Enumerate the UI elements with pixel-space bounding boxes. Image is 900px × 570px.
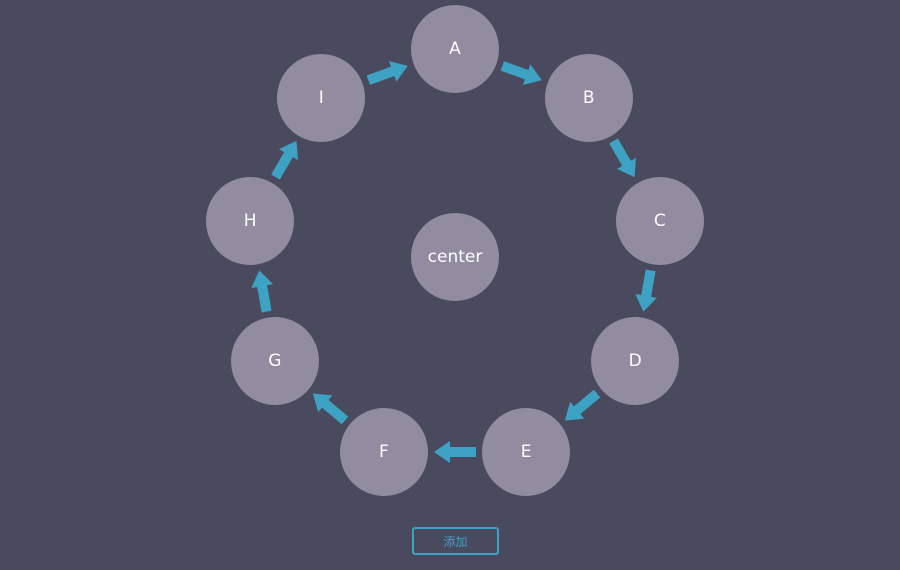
edge-arrow-e-f bbox=[434, 441, 476, 464]
node-a[interactable]: A bbox=[411, 5, 499, 93]
edge-arrow-b-c bbox=[604, 136, 644, 183]
node-b[interactable]: B bbox=[544, 53, 633, 142]
node-c[interactable]: C bbox=[615, 176, 704, 265]
node-label: C bbox=[653, 210, 666, 231]
node-f[interactable]: F bbox=[339, 408, 428, 497]
node-label: I bbox=[318, 87, 324, 108]
edge-arrow-c-d bbox=[633, 268, 662, 313]
edge-arrow-f-g bbox=[306, 385, 352, 429]
edge-arrow-d-e bbox=[557, 385, 603, 429]
node-label: A bbox=[449, 39, 461, 59]
node-h[interactable]: H bbox=[206, 176, 295, 265]
node-d[interactable]: D bbox=[591, 317, 680, 405]
center-node[interactable]: center bbox=[411, 213, 499, 301]
node-label: D bbox=[628, 351, 642, 371]
center-node-label: center bbox=[427, 247, 483, 267]
add-button[interactable]: 添加 bbox=[412, 527, 499, 555]
edge-arrow-a-b bbox=[498, 56, 545, 91]
edge-arrow-i-a bbox=[365, 56, 412, 91]
node-g[interactable]: G bbox=[230, 317, 319, 405]
node-label: H bbox=[243, 210, 257, 231]
node-i[interactable]: I bbox=[277, 53, 366, 142]
node-label: B bbox=[582, 87, 595, 108]
node-e[interactable]: E bbox=[482, 408, 571, 497]
node-label: G bbox=[268, 351, 282, 371]
node-label: E bbox=[520, 442, 532, 463]
edge-arrow-g-h bbox=[248, 268, 277, 313]
node-label: F bbox=[378, 442, 389, 463]
edge-arrow-h-i bbox=[266, 136, 306, 183]
